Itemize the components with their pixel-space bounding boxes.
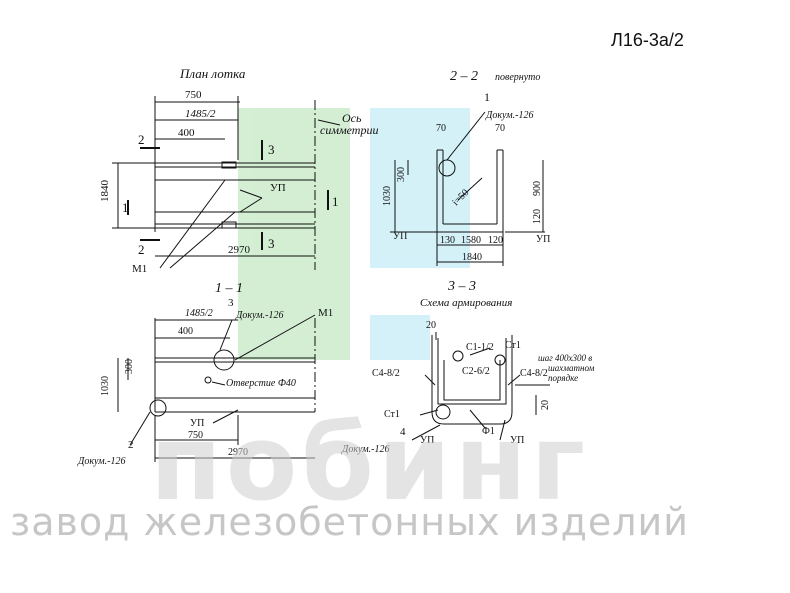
scheme-title: Схема армирования [420, 297, 512, 309]
section-mark-3-bottom: 3 [268, 236, 275, 251]
dim-1840: 1840 [99, 180, 111, 203]
section-2-2-up-right: УП [536, 234, 550, 245]
section-2-2-title: 2 – 2 [450, 69, 478, 84]
section-mark-2-bottom: 2 [138, 242, 145, 257]
dim-400-11: 400 [178, 326, 193, 337]
label-up-left: УП [420, 435, 434, 446]
watermark-brand: побинг [150, 402, 589, 524]
section-mark-2-top: 2 [138, 132, 145, 147]
section-1-1-m1: М1 [318, 307, 333, 319]
section-mark-1-left: 1 [122, 200, 129, 215]
section-3-3-doc: Докум.-126 [341, 444, 389, 455]
section-2-2-up-left: УП [393, 231, 407, 242]
dim-2970: 2970 [228, 244, 251, 256]
section-2-2-labels: 2 – 2 повернуто 1 Докум.-126 70 70 300 1… [382, 69, 550, 263]
section-3-3-labels: 3 – 3 Схема армирования 20 Ст1 С1-1/2 С4… [341, 279, 595, 455]
dim-400: 400 [178, 127, 195, 139]
dim-120-v: 120 [532, 209, 543, 224]
section-1-1-doc: Докум.-126 [235, 310, 283, 321]
section-mark-3-top: 3 [268, 142, 275, 157]
section-2-2-view [390, 111, 545, 266]
hole-label: Отверстие Ф40 [226, 378, 296, 389]
section-1-1-up: УП [190, 418, 204, 429]
dim-70-right: 70 [495, 123, 505, 134]
dim-70-left: 70 [436, 123, 446, 134]
watermark-blocks [238, 108, 470, 360]
label-c1-1-2: С1-1/2 [466, 342, 494, 353]
label-c4-8-2-right: С4-8/2 [520, 368, 548, 379]
dim-300-11: 300 [124, 359, 135, 374]
dim-1580: 1580 [461, 235, 481, 246]
section-3-3-title: 3 – 3 [447, 279, 476, 294]
section-1-1-bottom-doc: Докум.-126 [77, 456, 125, 467]
dim-20-right: 20 [540, 400, 551, 410]
dim-1030-22: 1030 [382, 186, 393, 206]
note-line-2: шахматном [548, 363, 595, 373]
watermark-tagline: завод железобетонных изделий [10, 500, 689, 544]
section-1-1-title: 1 – 1 [215, 281, 243, 296]
note-line-1: шаг 400х300 в [538, 353, 592, 363]
plan-view [112, 96, 341, 270]
section-3-3-view [411, 332, 550, 441]
section-3-3-callout: 4 [400, 426, 406, 438]
section-1-1-view [117, 314, 316, 462]
label-up-right: УП [510, 435, 524, 446]
note-line-3: порядке [548, 373, 578, 383]
plan-labels: План лотка 750 1485/2 400 2970 1840 Ось … [99, 66, 378, 275]
label-ct1-bottom: Ст1 [384, 409, 400, 420]
dim-1840-22: 1840 [462, 252, 482, 263]
dim-2970-11: 2970 [228, 447, 248, 458]
section-1-1-callout: 3 [228, 297, 234, 309]
section-1-1-labels: 1 – 1 3 Докум.-126 М1 Отверстие Ф40 1485… [77, 281, 333, 467]
section-1-1-bottom-callout: 2 [128, 439, 134, 451]
sheet-code: Л16-3а/2 [611, 30, 684, 50]
plan-up-label: УП [270, 182, 286, 194]
section-mark-1-right: 1 [332, 194, 339, 209]
label-phi1: Ф1 [482, 426, 495, 437]
plan-m1-label: М1 [132, 263, 147, 275]
dim-1030-11: 1030 [100, 376, 111, 396]
section-2-2-subtitle: повернуто [495, 72, 540, 83]
dim-1485-2: 1485/2 [185, 108, 216, 120]
dim-900: 900 [532, 181, 543, 196]
dim-130: 130 [440, 235, 455, 246]
dim-120-h: 120 [488, 235, 503, 246]
axis-label-2: симметрии [320, 123, 378, 137]
label-c4-8-2-left: С4-8/2 [372, 368, 400, 379]
label-c2-6-2: С2-6/2 [462, 366, 490, 377]
section-2-2-doc: Докум.-126 [485, 110, 533, 121]
dim-300-22: 300 [396, 167, 407, 182]
dim-1485-2-11: 1485/2 [185, 308, 213, 319]
dim-750: 750 [185, 89, 202, 101]
dim-750-11: 750 [188, 430, 203, 441]
plan-title: План лотка [179, 66, 246, 81]
dim-20-top: 20 [426, 320, 436, 331]
label-ct1-top: Ст1 [505, 340, 521, 351]
axis-label-1: Ось [342, 111, 362, 125]
section-2-2-callout: 1 [484, 90, 490, 104]
